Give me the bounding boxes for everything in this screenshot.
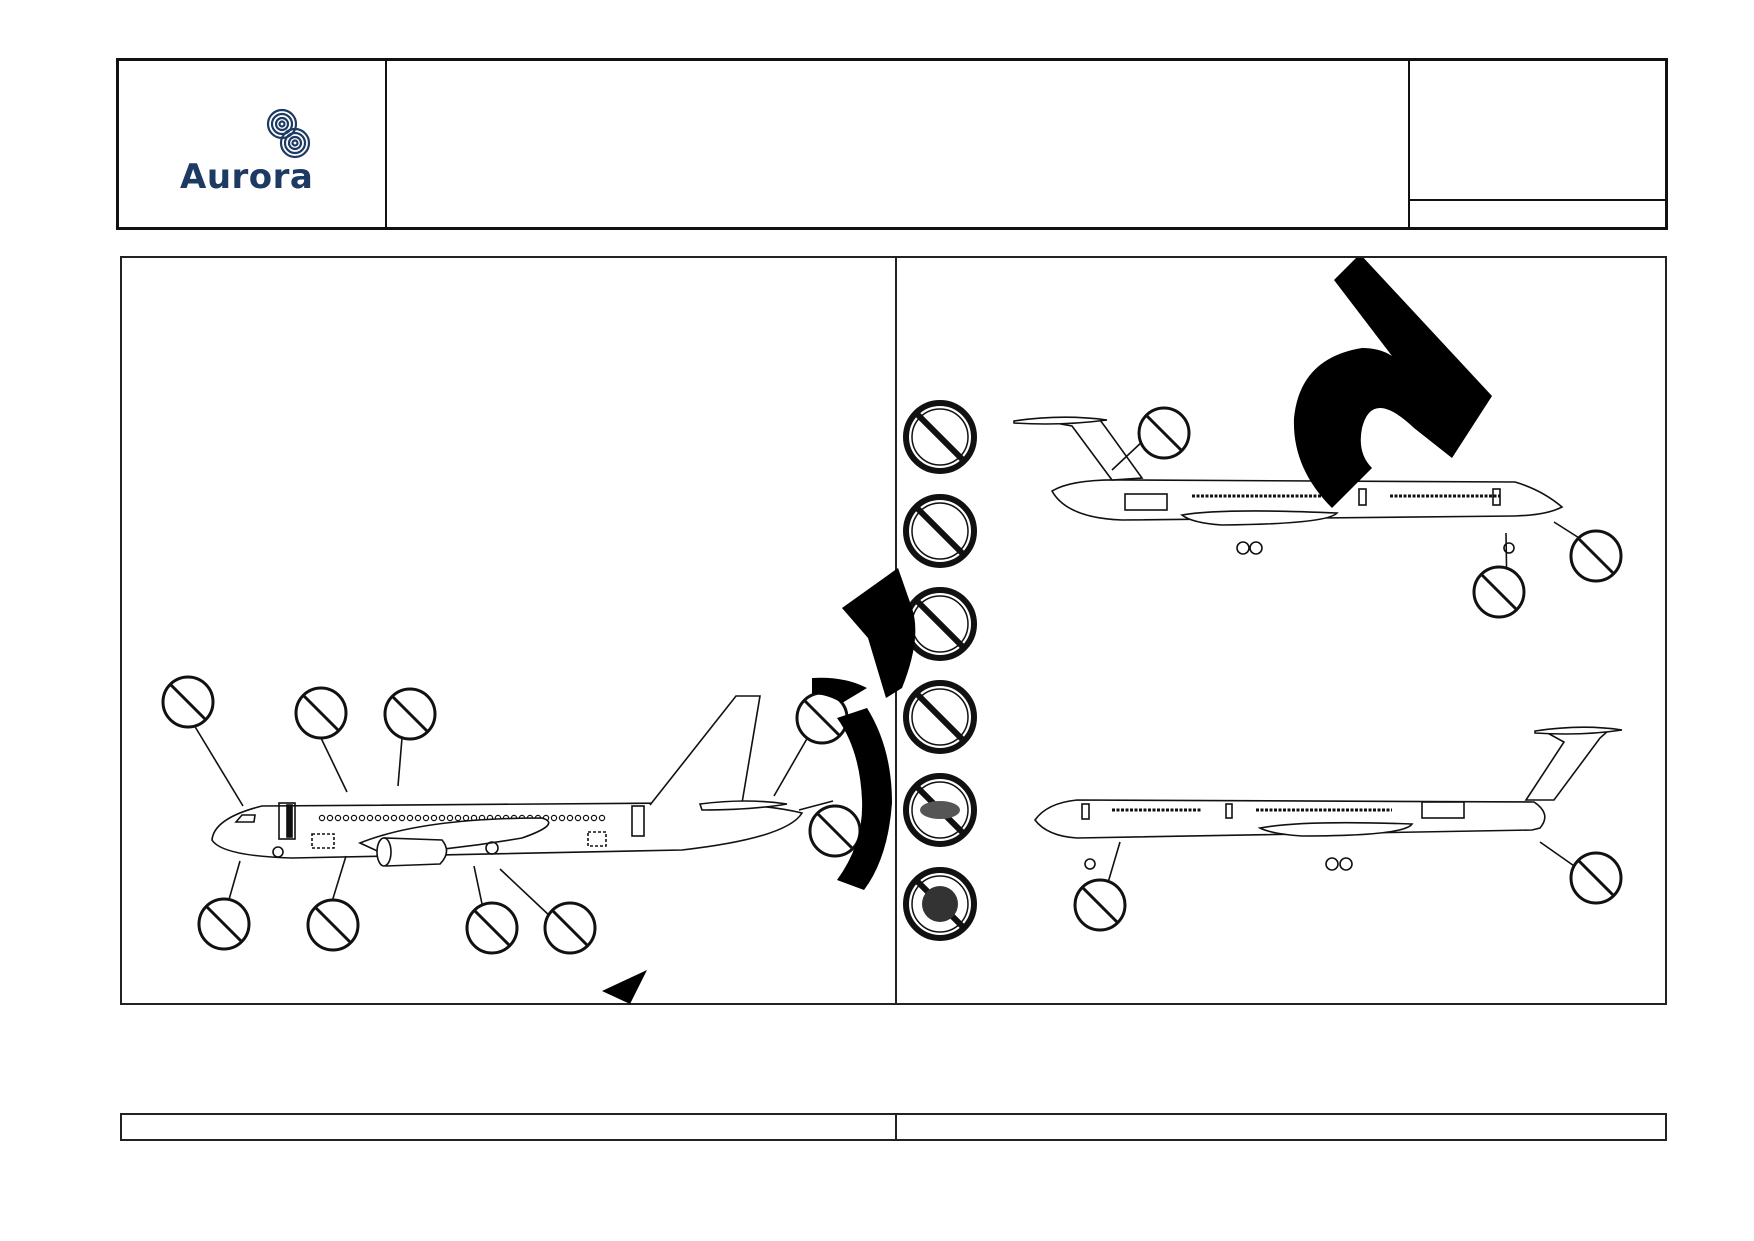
- t-tail-aircraft-upper: [1013, 416, 1599, 599]
- document-footer: [120, 1113, 1667, 1141]
- figure-panel: [120, 256, 1667, 1005]
- aurora-logo-icon: [266, 108, 311, 159]
- reference-divider: [1408, 199, 1665, 201]
- t-tail-aircraft-lower: [1034, 726, 1623, 904]
- stamp-overlay: [602, 258, 1492, 1004]
- legend-icon-column: [906, 403, 974, 938]
- lower-aircraft-callouts: [1073, 851, 1623, 932]
- logo-text: Aurora: [180, 157, 314, 197]
- logo-cell: Aurora: [119, 61, 387, 227]
- aircraft-inspection-figure: [161, 258, 1623, 1004]
- document-header: Aurora: [116, 58, 1668, 230]
- reference-cell: [1408, 61, 1665, 227]
- title-cell: [385, 61, 1410, 227]
- narrow-body-aircraft-diagram: [193, 695, 834, 919]
- footer-divider: [895, 1115, 897, 1139]
